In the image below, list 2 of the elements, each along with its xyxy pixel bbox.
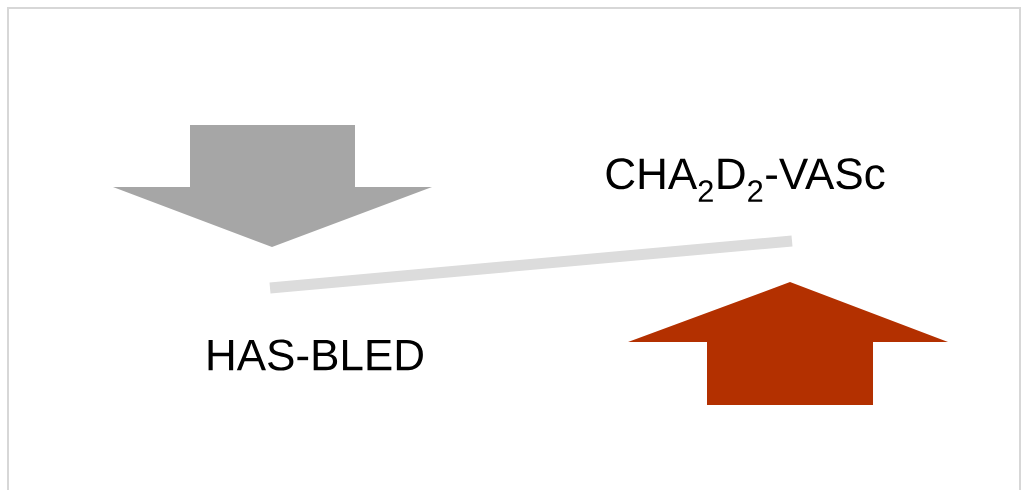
label-text: CHA$_{2}$D$_{2}$-VASc — [606, 158, 885, 202]
label-text: HAS-BLED — [208, 339, 423, 371]
